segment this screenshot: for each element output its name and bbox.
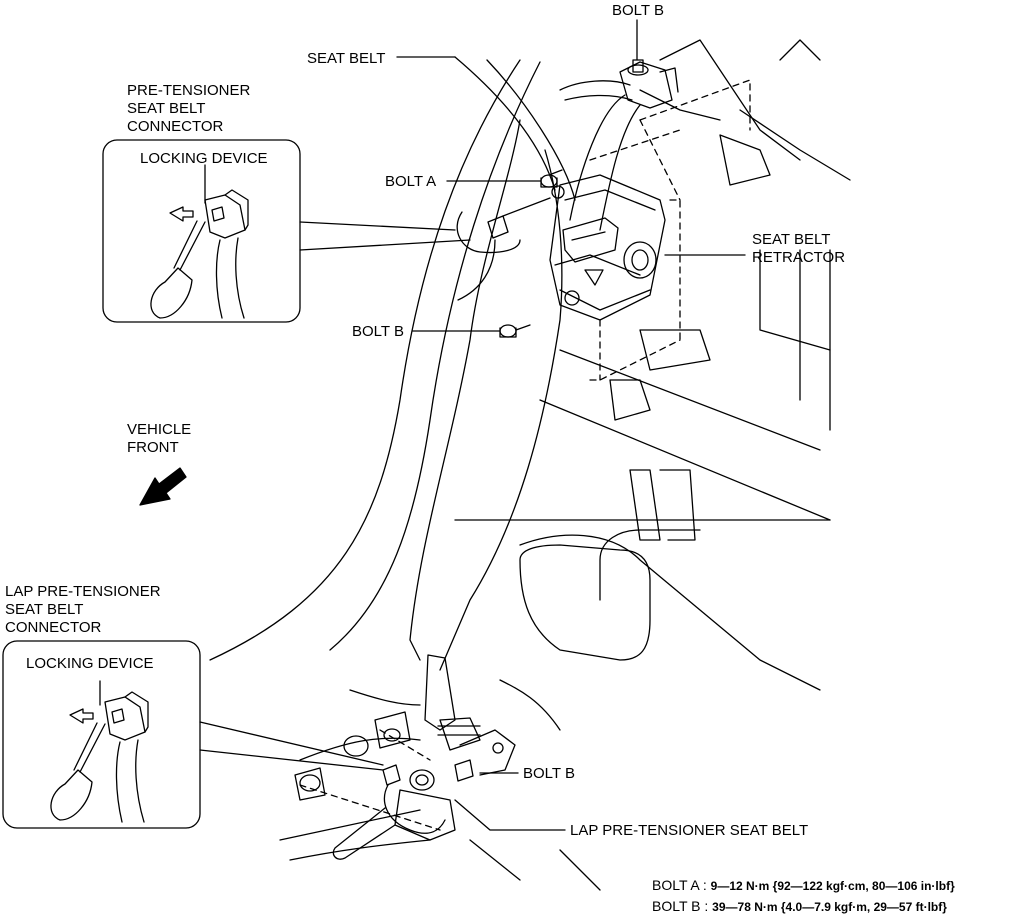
upper-anchor <box>619 59 679 109</box>
callout-upper-a <box>299 221 456 231</box>
callout-upper-b <box>299 239 471 251</box>
locking-device-upper-detail <box>150 189 249 319</box>
locking-device-label-lower: LOCKING DEVICE <box>26 655 154 672</box>
vehicle-front-label: VEHICLE FRONT <box>127 421 192 456</box>
pretensioner-connector-label: PRE-TENSIONER SEAT BELT CONNECTOR <box>127 82 251 135</box>
torque-bolt-b-name: BOLT B : <box>652 898 709 914</box>
pretensioner-connector-scene <box>456 197 551 301</box>
bolt-b-middle-label: BOLT B <box>352 323 404 340</box>
leader-lines <box>99 19 746 831</box>
arrow-icon-lower <box>69 708 94 724</box>
locking-device-label-upper: LOCKING DEVICE <box>140 150 268 167</box>
bolt-a-label: BOLT A <box>385 173 437 190</box>
bolt-b-top-label: BOLT B <box>612 2 664 19</box>
seat-belt-label: SEAT BELT <box>307 50 386 67</box>
torque-bolt-b-value: 39—78 N·m {4.0—7.9 kgf·m, 29—57 ft·lbf} <box>712 900 947 914</box>
locking-device-lower-detail <box>50 691 149 823</box>
torque-bolt-a-value: 9—12 N·m {92—122 kgf·cm, 80—106 in·lbf} <box>710 879 955 893</box>
lap-pretensioner-connector-label: LAP PRE-TENSIONER SEAT BELT CONNECTOR <box>5 583 161 636</box>
callout-lower-b <box>199 721 384 766</box>
torque-spec-bolt-b: BOLT B : 39—78 N·m {4.0—7.9 kgf·m, 29—57… <box>652 898 947 914</box>
bolt-b-lower-label: BOLT B <box>523 765 575 782</box>
arrow-icon-upper <box>169 206 194 222</box>
detail-box-upper <box>102 139 301 323</box>
lap-anchor-assembly <box>294 654 516 860</box>
mounting-guides <box>299 79 751 831</box>
callout-lower-a <box>199 749 384 771</box>
bolt-b-middle <box>499 324 531 338</box>
vehicle-front-arrow-icon <box>139 467 187 506</box>
body-panel-lines <box>209 39 851 891</box>
lap-pretensioner-seat-belt-label: LAP PRE-TENSIONER SEAT BELT <box>570 822 809 839</box>
detail-box-lower <box>2 640 201 829</box>
seat-belt-retractor <box>549 174 666 321</box>
seat-belt-webbing <box>409 56 641 671</box>
seat-belt-retractor-label: SEAT BELT RETRACTOR <box>752 231 846 266</box>
torque-spec-bolt-a: BOLT A : 9—12 N·m {92—122 kgf·cm, 80—106… <box>652 877 955 893</box>
torque-bolt-a-name: BOLT A : <box>652 877 707 893</box>
